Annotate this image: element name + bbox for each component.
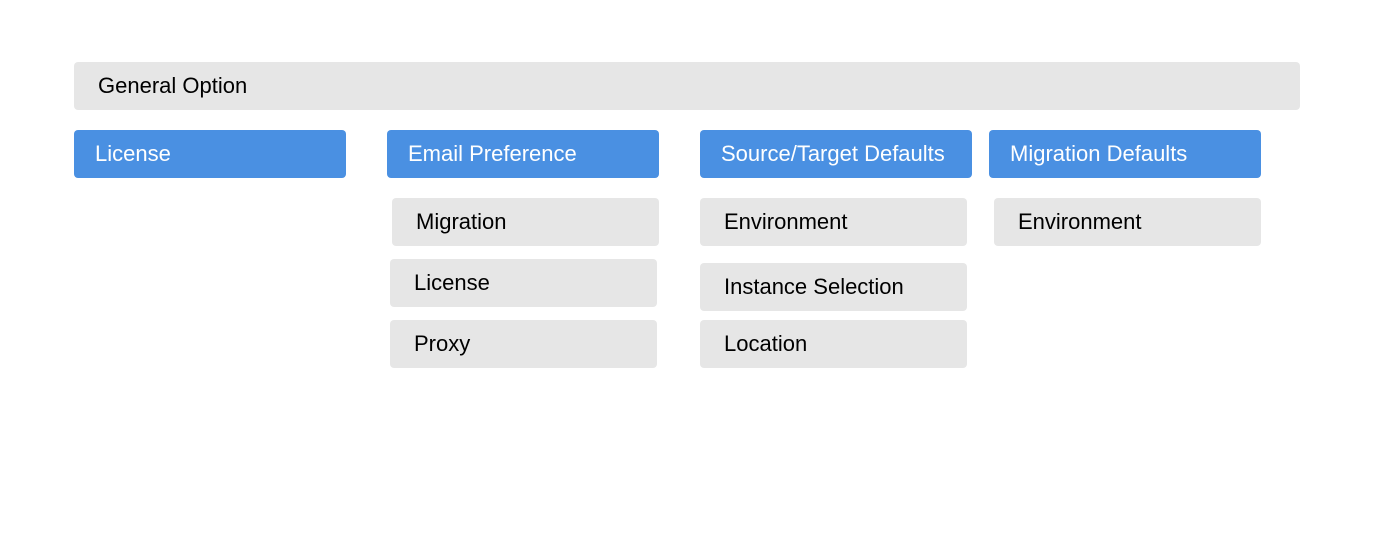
general-option-label: General Option bbox=[98, 73, 248, 98]
category-source-target-defaults-label: Source/Target Defaults bbox=[721, 141, 945, 166]
general-option-header[interactable]: General Option bbox=[74, 62, 1300, 110]
source-target-item-environment[interactable]: Environment bbox=[700, 198, 967, 246]
category-email-preference-label: Email Preference bbox=[408, 141, 577, 166]
item-label: Location bbox=[724, 331, 808, 356]
email-preference-item-license[interactable]: License bbox=[390, 259, 657, 307]
category-migration-defaults-label: Migration Defaults bbox=[1010, 141, 1188, 166]
item-label: Instance Selection bbox=[724, 274, 904, 299]
migration-defaults-item-environment[interactable]: Environment bbox=[994, 198, 1261, 246]
category-license[interactable]: License bbox=[74, 130, 346, 178]
item-label: Proxy bbox=[414, 331, 471, 356]
item-label: Migration bbox=[416, 209, 507, 234]
source-target-item-instance-selection[interactable]: Instance Selection bbox=[700, 263, 967, 311]
category-email-preference[interactable]: Email Preference bbox=[387, 130, 659, 178]
item-label: License bbox=[414, 270, 490, 295]
category-license-label: License bbox=[95, 141, 171, 166]
category-migration-defaults[interactable]: Migration Defaults bbox=[989, 130, 1261, 178]
item-label: Environment bbox=[724, 209, 848, 234]
category-source-target-defaults[interactable]: Source/Target Defaults bbox=[700, 130, 972, 178]
item-label: Environment bbox=[1018, 209, 1142, 234]
email-preference-item-proxy[interactable]: Proxy bbox=[390, 320, 657, 368]
email-preference-item-migration[interactable]: Migration bbox=[392, 198, 659, 246]
source-target-item-location[interactable]: Location bbox=[700, 320, 967, 368]
